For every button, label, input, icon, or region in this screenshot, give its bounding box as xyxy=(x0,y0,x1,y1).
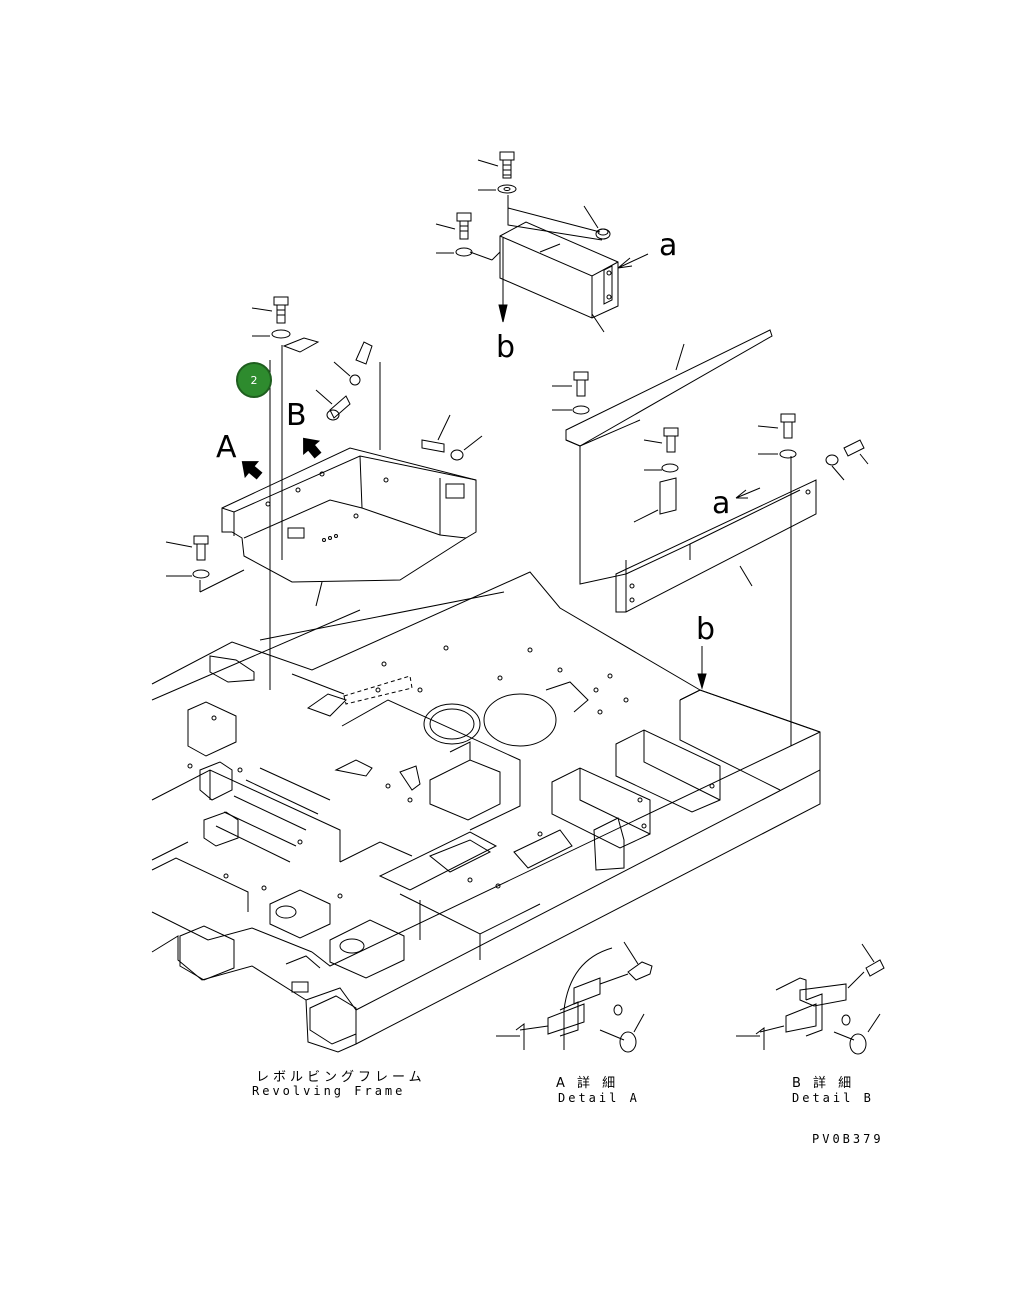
washer-icon xyxy=(436,247,473,257)
view-arrow-a xyxy=(241,461,263,480)
part-callout-badge[interactable]: 2 xyxy=(236,362,272,398)
bolt-icon xyxy=(477,151,515,179)
detail-a-inset xyxy=(496,941,653,1053)
view-arrow-label-b: B xyxy=(286,398,307,433)
frame-caption-jp: レボルビングフレーム xyxy=(256,1070,426,1085)
revolving-frame xyxy=(151,571,821,1053)
frame-caption-en: Revolving Frame xyxy=(252,1084,406,1098)
view-arrow-label-a: A xyxy=(216,430,237,465)
detail-a-caption-jp: A 詳 細 xyxy=(556,1076,620,1091)
bolt-icon xyxy=(435,212,472,240)
bolt-icon xyxy=(552,371,589,397)
detail-b-caption-jp: B 詳 細 xyxy=(792,1076,856,1091)
detail-b-caption-en: Detail B xyxy=(792,1091,874,1105)
right-side-cover xyxy=(552,329,869,746)
bolt-icon xyxy=(251,296,289,324)
part-callout-number: 2 xyxy=(250,373,258,387)
view-label-b-frame: b xyxy=(696,612,716,647)
view-label-a-right: a xyxy=(712,486,731,521)
washer-icon xyxy=(644,463,679,473)
bolt-icon xyxy=(165,535,209,561)
left-floor-panel xyxy=(165,296,483,690)
washer-icon xyxy=(552,405,590,415)
bolt-icon xyxy=(757,413,796,439)
washer-icon xyxy=(166,569,210,579)
top-box-cover xyxy=(435,151,649,333)
bolt-icon xyxy=(643,427,679,453)
washer-icon xyxy=(478,184,517,194)
washer-icon xyxy=(252,329,291,339)
detail-a-caption-en: Detail A xyxy=(558,1091,640,1105)
drawing-code: PV0B379 xyxy=(812,1132,884,1146)
detail-b-inset xyxy=(736,943,885,1055)
washer-icon xyxy=(758,449,797,459)
view-label-a-top: a xyxy=(659,228,678,263)
view-arrow-b xyxy=(303,437,322,459)
view-label-b-top: b xyxy=(496,330,516,365)
